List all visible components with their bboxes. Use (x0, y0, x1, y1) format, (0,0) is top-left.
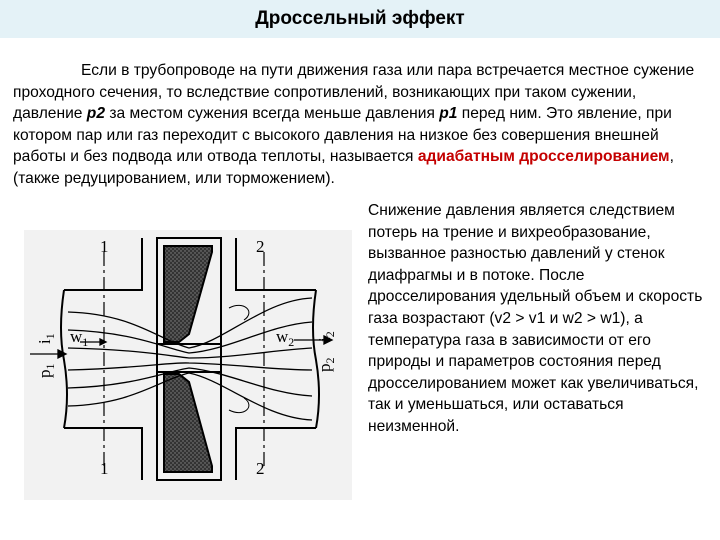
lower-wall (64, 427, 316, 480)
section-2-top-label: 2 (256, 237, 265, 256)
title-bar (0, 0, 720, 38)
section-1-top-label: 1 (100, 237, 109, 256)
p1-label: p1 (35, 364, 57, 379)
streamline (67, 362, 313, 371)
p2-label: p2 (315, 358, 337, 373)
section-2-bottom-label: 2 (256, 459, 265, 478)
upper-wall (64, 238, 316, 291)
pipe-walls (60, 238, 320, 480)
i1-label: i1 (35, 333, 57, 344)
w2-arrowhead (323, 334, 334, 346)
paragraph-part-3: перед ним. Это явление, при котором пар … (13, 105, 672, 166)
throttle-diagram-svg: 1 1 2 2 w1 w2 p1 i1 p2 i2 (30, 237, 337, 481)
p1-i1-labels: p1 i1 (35, 333, 57, 378)
inlet-arrowhead (57, 348, 68, 360)
eddy (228, 397, 250, 414)
upper-orifice-plate (163, 245, 213, 343)
p1-label: р1 (439, 105, 458, 123)
streamline (67, 297, 313, 349)
w2-label: w2 (276, 327, 294, 349)
main-paragraph: Если в трубопроводе на пути движения газ… (13, 60, 708, 190)
explanation-paragraph: Снижение давления является следствием по… (368, 202, 703, 435)
eddy (228, 304, 250, 321)
i2-label: i2 (315, 331, 337, 342)
paragraph-part-2: за местом сужения всегда меньше давления (105, 105, 440, 123)
section-1-bottom-label: 1 (100, 459, 109, 478)
w1-label: w1 (70, 327, 88, 349)
paragraph-part-4: , (также редуцированием, или торможением… (13, 148, 674, 187)
section-lines (103, 252, 265, 466)
p2-i2-labels: p2 i2 (315, 331, 337, 372)
highlight-term: адиабатным дросселированием (417, 148, 670, 166)
p2-label: р2 (86, 105, 105, 123)
eddies (228, 304, 250, 414)
slide-title: Дроссельный эффект (255, 8, 465, 29)
streamline (67, 372, 313, 421)
streamline (67, 367, 313, 397)
left-break (60, 289, 68, 429)
flow-streamlines (67, 297, 313, 421)
flow-arrows (30, 334, 334, 360)
paragraph-part-1: Если в трубопроводе на пути движения газ… (13, 62, 695, 123)
streamline (67, 347, 313, 359)
streamline (67, 321, 313, 354)
w1-arrowhead (99, 337, 108, 347)
diaphragm (156, 237, 222, 481)
lower-orifice-plate (163, 373, 213, 473)
throttle-diagram: 1 1 2 2 w1 w2 p1 i1 p2 i2 (24, 230, 352, 500)
right-break (312, 289, 320, 429)
